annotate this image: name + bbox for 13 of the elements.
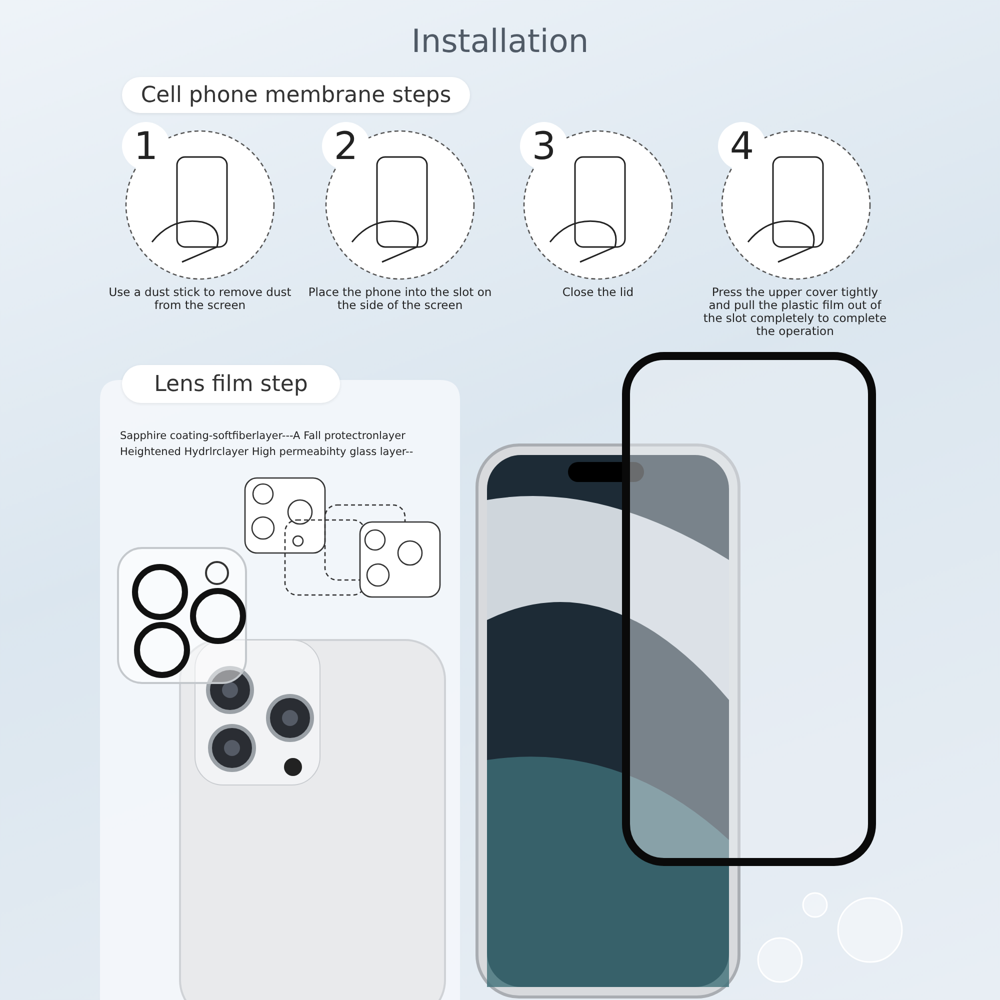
- step-number: 3: [520, 122, 568, 170]
- title: Installation: [410, 22, 590, 60]
- step-number: 2: [322, 122, 370, 170]
- step-caption: Use a dust stick to remove dust from the screen: [108, 286, 292, 312]
- step-number: 4: [718, 122, 766, 170]
- layer-note: Heightened Hydrlrclayer High permeabihty glass layer--: [120, 446, 414, 458]
- layer-note: Sapphire coating-softfiberlayer---A Fall protectronlayer: [120, 430, 406, 442]
- section-heading: Cell phone membrane steps: [122, 77, 470, 113]
- step-number: 1: [122, 122, 170, 170]
- step-caption: Place the phone into the slot on the side of the screen: [307, 286, 493, 312]
- section-heading: Lens film step: [122, 365, 340, 403]
- step-caption: Press the upper cover tightly and pull the plastic film out of the slot completely to complete the operation: [702, 286, 888, 338]
- step-caption: Close the lid: [561, 286, 635, 299]
